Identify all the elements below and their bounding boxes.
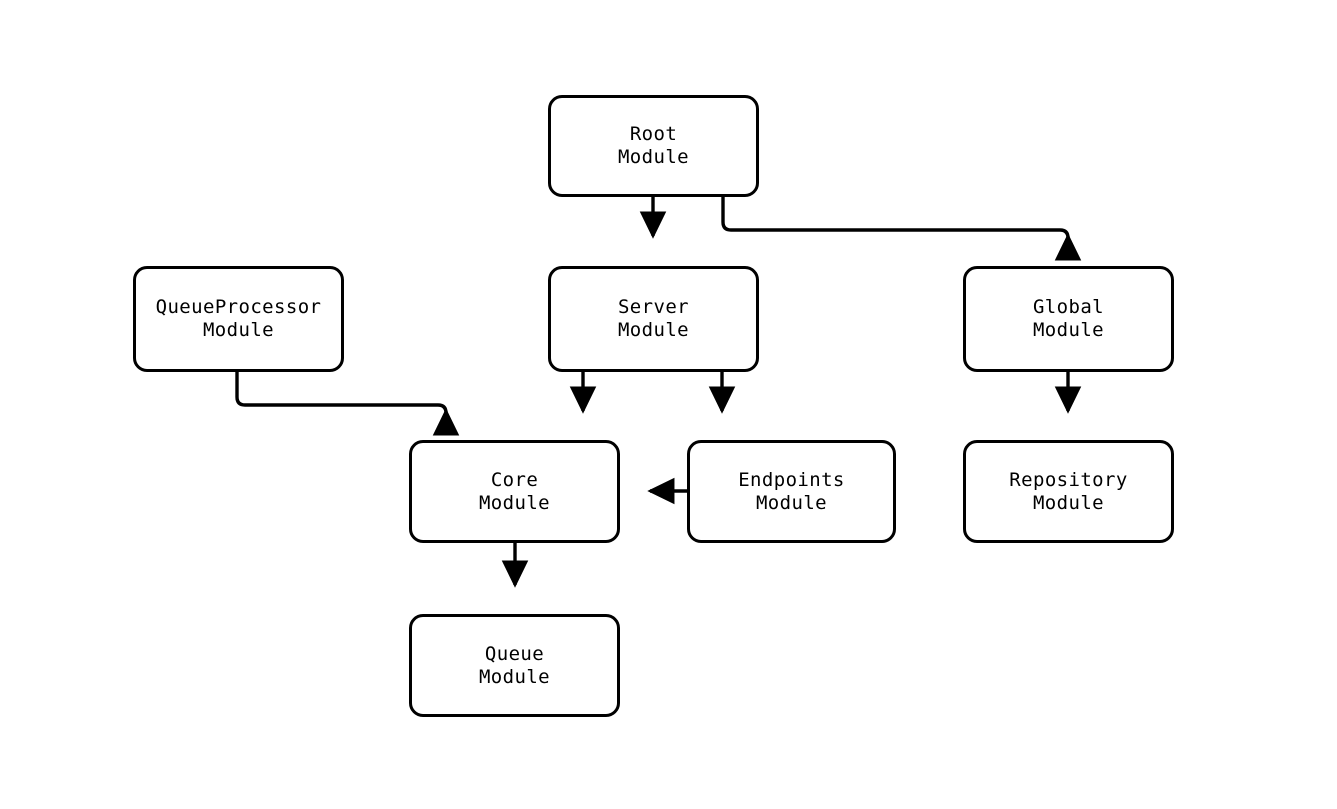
node-global-module[interactable]: Global Module bbox=[963, 266, 1174, 372]
edge-root-to-global bbox=[721, 197, 1082, 261]
node-label-core-module: Core Module bbox=[478, 468, 551, 514]
node-server-module[interactable]: Server Module bbox=[548, 266, 759, 372]
node-label-queue-module: Queue Module bbox=[478, 642, 551, 688]
node-label-endpoints-module: Endpoints Module bbox=[738, 468, 845, 514]
node-repository-module[interactable]: Repository Module bbox=[963, 440, 1174, 543]
edge-queueprocessor-to-core bbox=[235, 372, 460, 436]
node-label-repository-module: Repository Module bbox=[1009, 468, 1128, 514]
node-endpoints-module[interactable]: Endpoints Module bbox=[687, 440, 896, 543]
node-root-module[interactable]: Root Module bbox=[548, 95, 759, 197]
node-label-root-module: Root Module bbox=[617, 123, 690, 168]
node-core-module[interactable]: Core Module bbox=[409, 440, 620, 543]
node-label-global-module: Global Module bbox=[1032, 296, 1105, 341]
node-label-server-module: Server Module bbox=[617, 296, 690, 341]
node-queueprocessor-module[interactable]: QueueProcessor Module bbox=[133, 266, 344, 372]
node-label-queueprocessor-module: QueueProcessor Module bbox=[155, 296, 322, 341]
node-queue-module[interactable]: Queue Module bbox=[409, 614, 620, 717]
